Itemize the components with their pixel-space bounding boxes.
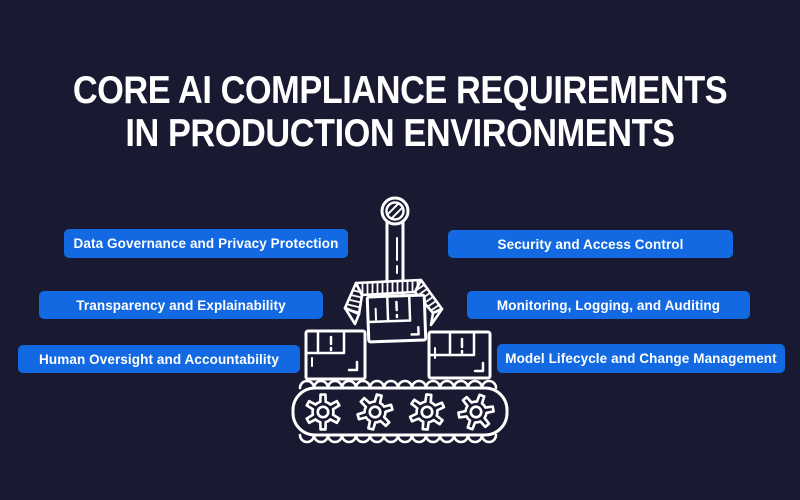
gear-icon [356,393,394,431]
label-transparency-and-explainability: Transparency and Explainability [39,291,323,319]
label-data-governance-and-privacy-protection: Data Governance and Privacy Protection [64,229,348,258]
gear-icon [457,393,495,431]
robot-gripper-illustration [291,196,509,444]
label-human-oversight-and-accountability: Human Oversight and Accountability [18,345,300,373]
gripper-claw-icon [343,278,444,327]
label-security-and-access-control: Security and Access Control [448,230,733,258]
conveyor-track [291,386,509,437]
package-box-right-icon [427,330,492,380]
label-monitoring-logging-and-auditing: Monitoring, Logging, and Auditing [467,291,750,319]
label-model-lifecycle-and-change-management: Model Lifecycle and Change Management [497,344,785,373]
package-box-left-icon [304,329,367,381]
pulley-circle-icon [380,196,410,226]
page-title: CORE AI COMPLIANCE REQUIREMENTS IN PRODU… [48,69,752,155]
page-title-line-1: CORE AI COMPLIANCE REQUIREMENTS [72,69,728,112]
conveyor-bottom-scallops [298,433,498,444]
package-box-center-icon [365,293,428,344]
page-title-line-2: IN PRODUCTION ENVIRONMENTS [125,112,675,155]
gear-icon [408,393,446,431]
gear-icon [305,393,341,431]
